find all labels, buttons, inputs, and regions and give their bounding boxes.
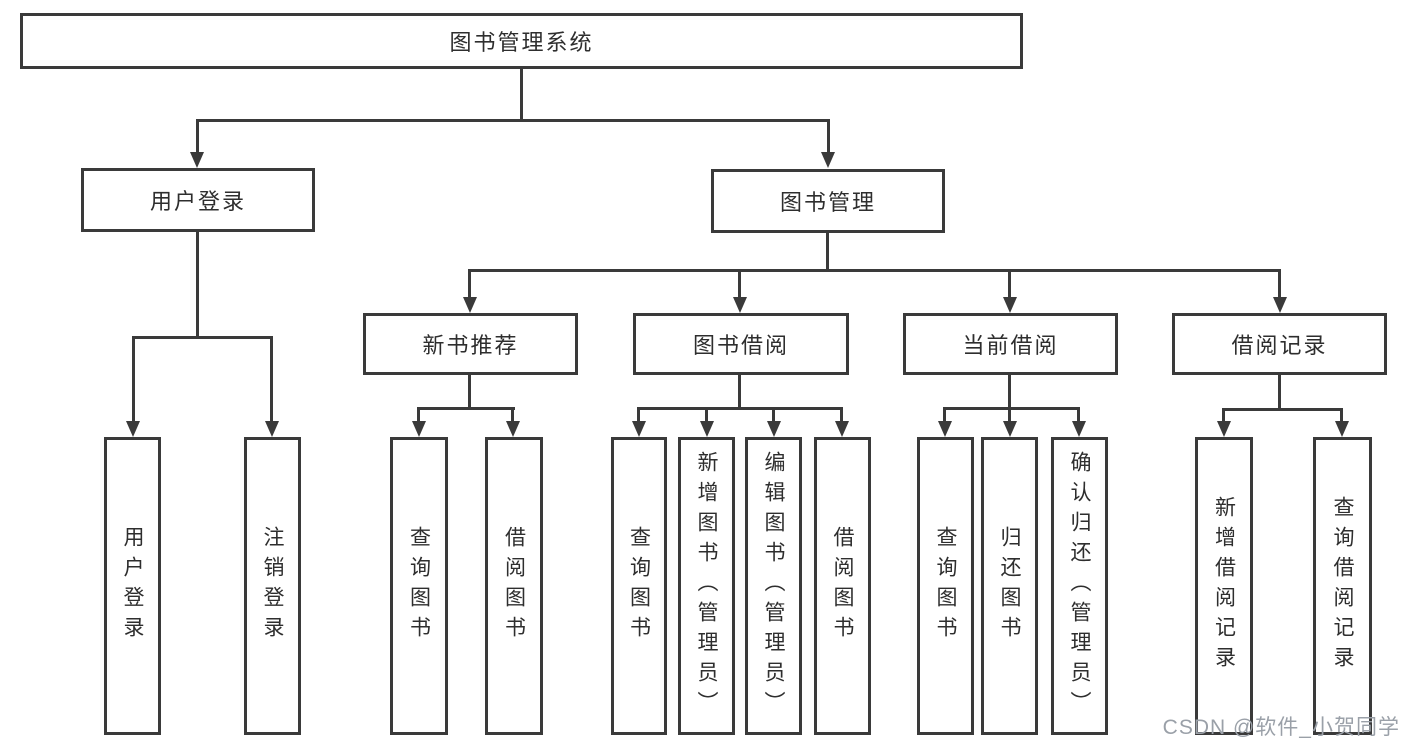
node-root: 图书管理系统 bbox=[20, 13, 1023, 69]
leaf-confirm-return-admin: 确认归还（管理员） bbox=[1051, 437, 1108, 735]
connector-line bbox=[1278, 269, 1281, 298]
leaf-edit-book-admin: 编辑图书（管理员） bbox=[745, 437, 802, 735]
connector-arrowhead bbox=[265, 421, 279, 437]
connector-arrowhead bbox=[733, 297, 747, 313]
leaf-borrow-books: 借阅图书 bbox=[814, 437, 871, 735]
node-label: 新书推荐 bbox=[422, 333, 519, 358]
connector-line bbox=[944, 407, 1080, 410]
connector-line bbox=[738, 375, 741, 409]
connector-line bbox=[418, 407, 515, 410]
connector-line bbox=[1077, 407, 1080, 422]
connector-line bbox=[738, 269, 741, 298]
connector-arrowhead bbox=[1003, 297, 1017, 313]
connector-line bbox=[827, 119, 830, 153]
connector-arrowhead bbox=[126, 421, 140, 437]
connector-arrowhead bbox=[506, 421, 520, 437]
leaf-add-borrow-record: 新增借阅记录 bbox=[1195, 437, 1253, 735]
connector-line bbox=[270, 336, 273, 422]
connector-line bbox=[1008, 375, 1011, 409]
leaf-logout: 注销登录 bbox=[244, 437, 301, 735]
connector-line bbox=[1008, 407, 1011, 422]
connector-arrowhead bbox=[463, 297, 477, 313]
connector-line bbox=[637, 407, 640, 422]
leaf-query-books-current: 查询图书 bbox=[917, 437, 974, 735]
connector-arrowhead bbox=[1003, 421, 1017, 437]
node-label: 图书管理系统 bbox=[449, 30, 594, 55]
connector-arrowhead bbox=[938, 421, 952, 437]
connector-arrowhead bbox=[1072, 421, 1086, 437]
node-new-book-recommend: 新书推荐 bbox=[363, 313, 578, 375]
connector-line bbox=[1340, 408, 1343, 422]
node-current-borrowing: 当前借阅 bbox=[903, 313, 1118, 375]
connector-line bbox=[840, 407, 843, 422]
connector-line bbox=[468, 375, 471, 409]
connector-line bbox=[1278, 375, 1281, 411]
node-label: 查询图书 bbox=[627, 526, 651, 646]
node-label: 借阅图书 bbox=[502, 526, 526, 646]
node-label: 查询借阅记录 bbox=[1331, 496, 1354, 676]
connector-arrowhead bbox=[1273, 297, 1287, 313]
leaf-query-borrow-record: 查询借阅记录 bbox=[1313, 437, 1372, 735]
connector-arrowhead bbox=[821, 152, 835, 168]
connector-line bbox=[196, 119, 199, 153]
leaf-borrow-books-recommend: 借阅图书 bbox=[485, 437, 543, 735]
connector-line bbox=[1222, 408, 1225, 422]
node-label: 当前借阅 bbox=[962, 333, 1059, 358]
node-label: 新增借阅记录 bbox=[1212, 496, 1236, 676]
connector-line bbox=[468, 269, 471, 298]
node-label: 图书管理 bbox=[779, 190, 876, 215]
connector-line bbox=[469, 269, 1281, 272]
leaf-return-books: 归还图书 bbox=[981, 437, 1038, 735]
node-label: 用户登录 bbox=[121, 526, 144, 646]
connector-line bbox=[1008, 269, 1011, 298]
connector-arrowhead bbox=[412, 421, 426, 437]
connector-line bbox=[511, 407, 514, 422]
connector-line bbox=[417, 407, 420, 422]
connector-line bbox=[520, 69, 523, 120]
leaf-add-book-admin: 新增图书（管理员） bbox=[678, 437, 735, 735]
connector-line bbox=[943, 407, 946, 422]
node-label: 用户登录 bbox=[149, 189, 246, 214]
connector-line bbox=[132, 336, 135, 422]
node-label: 查询图书 bbox=[407, 526, 431, 646]
connector-line bbox=[196, 232, 199, 338]
leaf-query-books-borrowing: 查询图书 bbox=[611, 437, 667, 735]
node-label: 借阅图书 bbox=[831, 526, 854, 646]
connector-line bbox=[638, 407, 843, 410]
leaf-user-login: 用户登录 bbox=[104, 437, 161, 735]
node-borrow-records: 借阅记录 bbox=[1172, 313, 1387, 375]
csdn-watermark: CSDN @软件_小贺同学 bbox=[1162, 716, 1400, 739]
leaf-query-books-recommend: 查询图书 bbox=[390, 437, 448, 735]
connector-arrowhead bbox=[1335, 421, 1349, 437]
node-label: 借阅记录 bbox=[1231, 333, 1328, 358]
connector-line bbox=[197, 119, 830, 122]
node-book-borrowing: 图书借阅 bbox=[633, 313, 849, 375]
node-label: 查询图书 bbox=[934, 526, 957, 646]
connector-line bbox=[772, 407, 775, 422]
connector-arrowhead bbox=[190, 152, 204, 168]
node-label: 注销登录 bbox=[261, 526, 284, 646]
node-label: 图书借阅 bbox=[692, 333, 789, 358]
connector-line bbox=[826, 233, 829, 271]
node-label: 归还图书 bbox=[998, 526, 1021, 646]
connector-arrowhead bbox=[767, 421, 781, 437]
node-label: 新增图书（管理员） bbox=[695, 451, 718, 721]
connector-arrowhead bbox=[1217, 421, 1231, 437]
connector-arrowhead bbox=[700, 421, 714, 437]
node-label: 确认归还（管理员） bbox=[1068, 451, 1091, 721]
connector-arrowhead bbox=[632, 421, 646, 437]
node-user-login: 用户登录 bbox=[81, 168, 315, 232]
node-book-management: 图书管理 bbox=[711, 169, 945, 233]
connector-line bbox=[1223, 408, 1343, 411]
connector-line bbox=[705, 407, 708, 422]
node-label: 编辑图书（管理员） bbox=[762, 451, 785, 721]
connector-arrowhead bbox=[835, 421, 849, 437]
connector-line bbox=[132, 336, 273, 339]
